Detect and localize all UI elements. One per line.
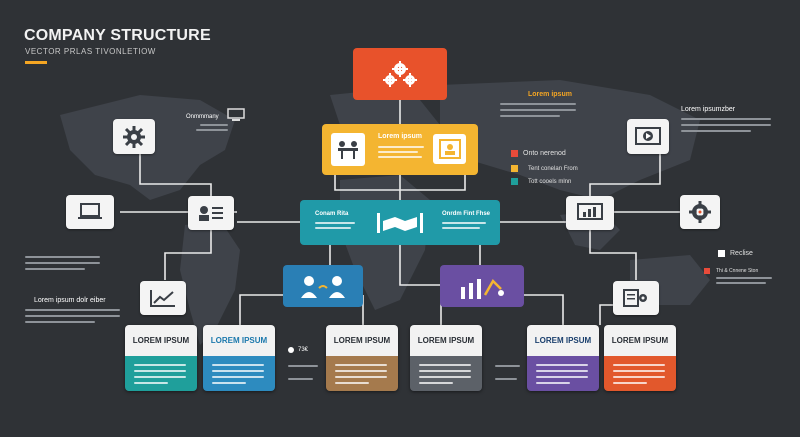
lorem-card-2: LOREM IPSUM	[203, 325, 275, 391]
blue-department-box	[283, 265, 363, 307]
video-icon	[635, 126, 661, 145]
far-left-box	[66, 195, 114, 229]
card-text-line	[419, 382, 453, 384]
yellow-box-title: Lorem ipsum	[378, 133, 422, 140]
upper-right-box	[627, 119, 669, 154]
yellow-department-box: Lorem ipsum	[322, 124, 478, 175]
id-card-icon-frame	[433, 134, 466, 164]
card-text-line	[536, 382, 570, 384]
presentation-icon	[577, 203, 603, 220]
gear-target-icon	[689, 201, 711, 223]
id-card-icon	[438, 139, 461, 159]
card-text-line	[613, 382, 647, 384]
gears-icon	[383, 61, 417, 87]
lower-left-box	[140, 281, 186, 315]
people-icon	[301, 276, 345, 298]
document-gear-icon	[623, 289, 647, 307]
card-text-line	[212, 376, 264, 378]
card-text-line	[134, 364, 186, 366]
lower-left-label: Lorem ipsum dolr eiber	[34, 297, 106, 304]
teal-right-title: Onrdm Fint Fhse	[442, 211, 490, 217]
card-text-line	[335, 370, 387, 372]
title-accent-bar	[25, 61, 47, 64]
card-body	[203, 356, 275, 391]
legend-swatch-yellow	[511, 165, 518, 172]
card-title: LOREM IPSUM	[125, 325, 197, 356]
card-text-line	[536, 376, 588, 378]
right-note-2: Thi & Cnnene Ston	[716, 268, 759, 274]
upper-left-label: Onmmmany	[186, 114, 219, 120]
lorem-card-5: LOREM IPSUM	[527, 325, 599, 391]
card-title: LOREM IPSUM	[527, 325, 599, 356]
purple-department-box	[440, 265, 524, 307]
card-body	[410, 356, 482, 391]
card-title: LOREM IPSUM	[410, 325, 482, 356]
card-text-line	[134, 376, 186, 378]
card-text-line	[536, 370, 588, 372]
lower-right-box	[613, 281, 659, 315]
handshake-icon	[377, 213, 423, 233]
card-text-line	[419, 370, 471, 372]
id-badge-icon	[199, 206, 223, 221]
legend-swatch-teal	[511, 178, 518, 185]
far-right-box	[680, 195, 720, 229]
legend-item-3: Tott cooels mlnn	[528, 179, 572, 185]
note-swatch-red	[704, 268, 710, 274]
left-manager-box	[188, 196, 234, 230]
right-note-1: Reclise	[730, 250, 753, 257]
legend-title: Onto nerenod	[523, 150, 566, 157]
lorem-card-3: LOREM IPSUM	[326, 325, 398, 391]
card-text-line	[419, 376, 471, 378]
card-text-line	[134, 370, 186, 372]
card-body	[604, 356, 676, 391]
card-text-line	[613, 370, 665, 372]
card-text-line	[212, 364, 264, 366]
legend-item-2: Tent conelan From	[528, 166, 578, 172]
card-title: LOREM IPSUM	[326, 325, 398, 356]
legend-swatch-red	[511, 150, 518, 157]
card-body	[527, 356, 599, 391]
right-manager-box	[566, 196, 614, 230]
upper-left-box	[113, 119, 155, 154]
meeting-icon-frame	[331, 133, 365, 166]
card-text-line	[335, 382, 369, 384]
mid-bullet-icon	[288, 347, 294, 353]
card-text-line	[419, 364, 471, 366]
meeting-icon	[338, 140, 358, 159]
top-right-heading: Lorem ipsum	[528, 91, 572, 98]
page-subtitle: VECTOR PRLAS TIVONLETIOW	[25, 47, 156, 56]
card-text-line	[335, 364, 387, 366]
card-title: LOREM IPSUM	[203, 325, 275, 356]
card-text-line	[536, 364, 588, 366]
card-text-line	[613, 376, 665, 378]
note-swatch-white	[718, 250, 725, 257]
lorem-card-6: LOREM IPSUM	[604, 325, 676, 391]
card-text-line	[134, 382, 168, 384]
card-text-line	[335, 376, 387, 378]
laptop-icon	[78, 203, 102, 219]
central-teal-box: Conam Rita Onrdm Fint Fhse	[300, 200, 500, 245]
card-text-line	[212, 382, 246, 384]
mid-small-label: 73€	[298, 347, 309, 353]
lorem-card-1: LOREM IPSUM	[125, 325, 197, 391]
right-label: Lorem ipsumzber	[681, 106, 736, 113]
card-body	[125, 356, 197, 391]
lorem-card-4: LOREM IPSUM	[410, 325, 482, 391]
computer-icon	[227, 108, 245, 121]
card-body	[326, 356, 398, 391]
card-title: LOREM IPSUM	[604, 325, 676, 356]
card-text-line	[613, 364, 665, 366]
teal-left-title: Conam Rita	[315, 211, 349, 217]
settings-gear-icon	[123, 125, 145, 148]
page-title: COMPANY STRUCTURE	[24, 27, 211, 44]
line-chart-icon	[150, 290, 175, 307]
card-text-line	[212, 370, 264, 372]
top-executive-box	[353, 48, 447, 100]
bar-chart-icon	[461, 278, 504, 299]
